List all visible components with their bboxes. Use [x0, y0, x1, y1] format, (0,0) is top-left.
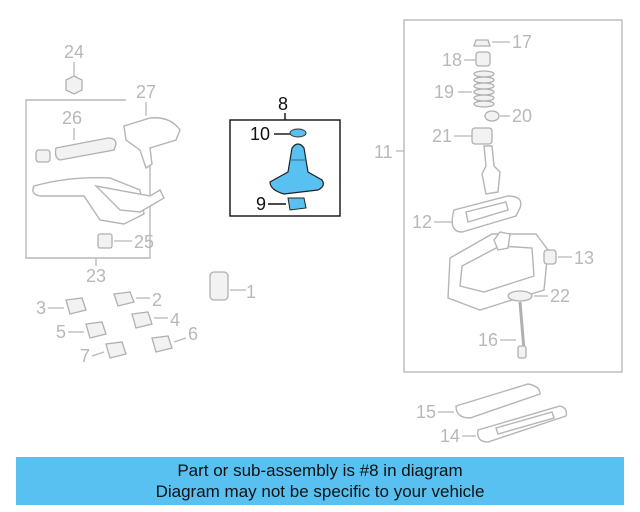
ring-10 — [289, 128, 307, 138]
callout-16: 16 — [478, 330, 498, 350]
callout-27: 27 — [136, 82, 156, 102]
rod-end-16 — [517, 345, 527, 359]
nut-17 — [473, 39, 491, 47]
lever-bracket — [93, 184, 165, 213]
callout-15: 15 — [416, 402, 436, 422]
callout-14: 14 — [440, 426, 460, 446]
knob-1 — [209, 271, 229, 301]
bottom-right-group: 15 14 — [416, 383, 568, 446]
callout-1: 1 — [246, 282, 256, 302]
callout-24: 24 — [64, 42, 84, 62]
callout-26: 26 — [62, 108, 82, 128]
callout-21: 21 — [432, 126, 452, 146]
callout-4: 4 — [170, 310, 180, 330]
clip-6 — [151, 335, 173, 353]
switch-25 — [97, 233, 113, 249]
spring-19 — [473, 70, 495, 108]
callout-12: 12 — [412, 212, 432, 232]
handle-grip-26 — [54, 137, 117, 161]
bushing-18 — [475, 51, 491, 67]
banner-line-2: Diagram may not be specific to your vehi… — [155, 482, 485, 501]
clip-7 — [105, 341, 127, 359]
shift-lever — [481, 145, 501, 195]
callout-22: 22 — [550, 286, 570, 306]
callout-13: 13 — [574, 248, 594, 268]
info-banner: Part or sub-assembly is #8 in diagram Di… — [16, 457, 624, 505]
shift-boot-8 — [269, 143, 324, 195]
callout-17: 17 — [512, 32, 532, 52]
boot-27 — [123, 117, 181, 170]
callout-5: 5 — [56, 322, 66, 342]
callout-7: 7 — [80, 346, 90, 366]
group-8-frame — [229, 119, 341, 217]
callout-11: 11 — [374, 142, 393, 162]
housing-tower — [493, 231, 511, 251]
plate-12-inner — [465, 201, 509, 223]
callout-8: 8 — [278, 94, 288, 114]
parts-diagram: 24 23 26 27 25 3 2 5 — [25, 19, 623, 446]
shift-boot-group: 8 10 9 — [229, 94, 341, 217]
callout-23: 23 — [86, 266, 106, 286]
group-23-frame — [25, 99, 151, 259]
gasket-14-inner — [495, 411, 555, 435]
clip-5 — [85, 321, 107, 339]
callout-6: 6 — [188, 324, 198, 344]
clip-3 — [65, 297, 87, 315]
callout-18: 18 — [442, 50, 462, 70]
clips-group: 3 2 5 4 7 6 — [36, 290, 198, 366]
washer-20 — [484, 110, 500, 122]
callout-20: 20 — [512, 106, 532, 126]
part-1-group: 1 — [209, 271, 256, 302]
clip-2 — [113, 291, 135, 307]
clip-4 — [131, 311, 153, 329]
parking-brake-group: 24 23 26 27 25 — [25, 42, 181, 286]
end-cap — [35, 149, 51, 163]
callout-3: 3 — [36, 298, 46, 318]
rod-16 — [518, 301, 526, 351]
callout-9: 9 — [256, 194, 266, 214]
banner-line-1: Part or sub-assembly is #8 in diagram — [177, 461, 463, 480]
callout-19: 19 — [434, 82, 454, 102]
shifter-assembly-group: 11 17 18 19 20 21 12 — [374, 19, 623, 373]
callout-10: 10 — [250, 124, 270, 144]
group-11-frame — [403, 19, 623, 373]
callout-2: 2 — [152, 290, 162, 310]
grommet-22 — [507, 290, 533, 302]
bushing-21 — [471, 127, 493, 145]
panel-15 — [455, 383, 541, 419]
bolt-24 — [65, 75, 83, 95]
callout-25: 25 — [134, 232, 154, 252]
clip-9 — [287, 197, 307, 211]
clip-13 — [543, 249, 557, 265]
